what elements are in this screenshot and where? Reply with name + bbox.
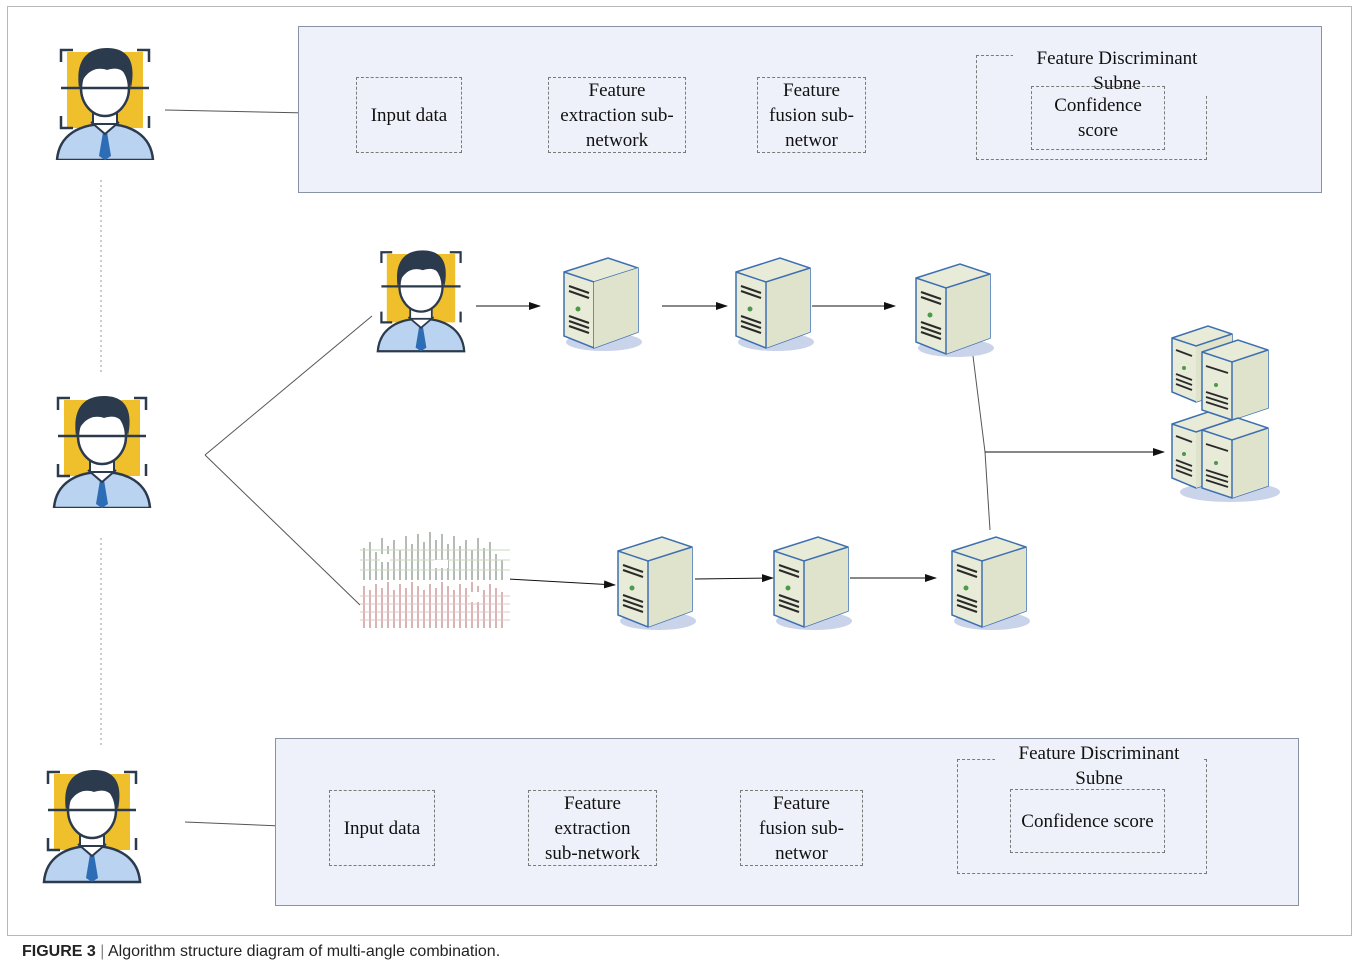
bottom-feature-discriminant-title: Feature Discriminant Subne: [995, 741, 1203, 791]
bottom-confidence-score-box: Confidence score: [1010, 789, 1165, 853]
server-icon-lower-3: [951, 536, 1030, 630]
feature-data-image: [360, 530, 510, 630]
caption-label: FIGURE 3: [22, 943, 96, 960]
merge-line-lower: [984, 451, 991, 531]
top-feature-discriminant-title: Feature Discriminant Subne: [1013, 46, 1221, 96]
face-recognition-icon-upper-branch: [376, 250, 466, 353]
caption-text: Algorithm structure diagram of multi-ang…: [107, 943, 501, 960]
server-icon: [951, 536, 1030, 630]
arrow-lower-1: [507, 578, 616, 589]
bottom-feature-fusion-box: Feature fusion sub- networ: [740, 790, 863, 866]
top-input-data-box: Input data: [356, 77, 462, 153]
top-confidence-score-box: Confidence score: [1031, 86, 1165, 150]
server-icon: [563, 257, 642, 351]
branch-line-upper: [204, 315, 373, 456]
server-icon-upper-1: [563, 257, 642, 351]
top-feature-fusion-box: Feature fusion sub- networ: [757, 77, 866, 153]
face-recognition-icon: [52, 396, 152, 508]
top-feature-extraction-box: Feature extraction sub- network: [548, 77, 686, 153]
face-recognition-icon: [42, 770, 142, 884]
face-recognition-icon: [376, 250, 466, 353]
bottom-feature-extraction-box: Feature extraction sub-network: [528, 790, 657, 866]
branch-line-lower: [204, 454, 361, 606]
server-icon: [617, 536, 696, 630]
face-recognition-icon-bottom: [42, 770, 142, 884]
figure-caption: FIGURE 3 | Algorithm structure diagram o…: [22, 943, 500, 961]
server-cluster-icon: [1171, 325, 1280, 502]
server-icon: [735, 257, 814, 351]
arrow-lower-2: [694, 574, 774, 583]
caption-separator: |: [100, 943, 105, 960]
server-icon: [773, 536, 852, 630]
server-icon: [915, 263, 994, 357]
server-icon-upper-2: [735, 257, 814, 351]
server-icon-upper-3: [915, 263, 994, 357]
bottom-input-data-box: Input data: [329, 790, 435, 866]
face-recognition-icon-top: [55, 48, 155, 160]
figure-frame: [7, 6, 1352, 936]
server-icon-lower-1: [617, 536, 696, 630]
server-icon-lower-2: [773, 536, 852, 630]
merge-line-upper: [972, 355, 986, 453]
face-recognition-icon-middle: [52, 396, 152, 508]
face-recognition-icon: [55, 48, 155, 160]
